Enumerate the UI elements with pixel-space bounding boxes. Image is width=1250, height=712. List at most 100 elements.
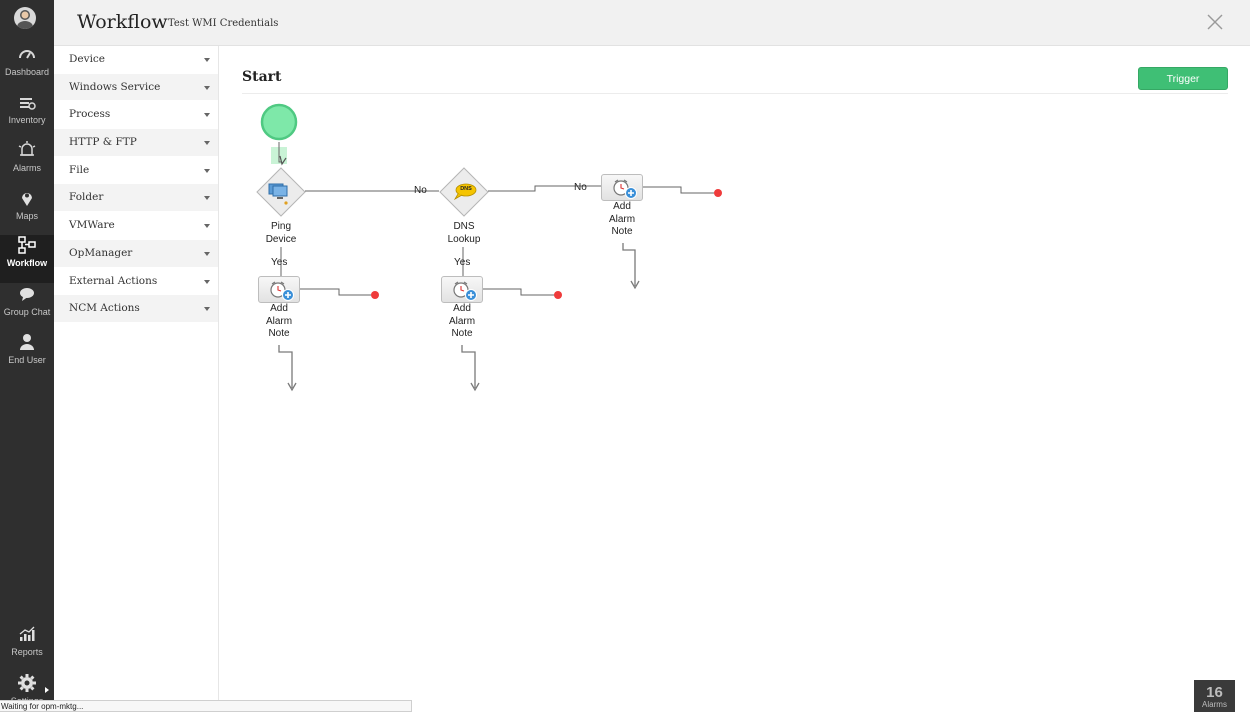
caret-down-icon — [204, 307, 210, 312]
end-dot — [371, 291, 379, 299]
category-folder[interactable]: Folder — [54, 184, 218, 213]
dashboard-icon — [19, 50, 35, 59]
action-categories: Device Windows Service Process HTTP & FT… — [54, 46, 218, 712]
alarm-count-badge[interactable]: 16 Alarms — [1194, 680, 1235, 712]
add-alarm-note-node-1[interactable] — [258, 276, 300, 303]
trigger-button[interactable]: Trigger — [1138, 67, 1228, 90]
alarm-clock-add-icon — [453, 281, 477, 301]
label-line: Note — [451, 328, 473, 339]
caret-down-icon — [204, 168, 210, 173]
add-alarm-note-node-3[interactable] — [601, 174, 643, 201]
category-label: Windows Service — [69, 80, 161, 93]
caret-down-icon — [204, 141, 210, 146]
label-line: Device — [265, 233, 297, 245]
dns-badge: DNS — [460, 186, 472, 192]
inventory-icon — [20, 98, 36, 110]
user-icon — [20, 334, 34, 350]
category-windows-service[interactable]: Windows Service — [54, 73, 218, 102]
ping-device-label: Ping Device — [251, 221, 311, 246]
category-label: OpManager — [69, 246, 133, 259]
workflow-name: Test WMI Credentials — [168, 18, 279, 29]
label-line: Alarm — [608, 213, 636, 225]
category-file[interactable]: File — [54, 156, 218, 185]
alarm-clock-add-icon — [270, 281, 294, 301]
edge-label-no: No — [414, 185, 427, 196]
alarm-count-label: Alarms — [1202, 700, 1227, 709]
label-line: Add — [270, 303, 288, 314]
page-header: Workflow Test WMI Credentials — [54, 0, 1250, 46]
section-title: Start — [242, 69, 282, 85]
category-label: HTTP & FTP — [69, 136, 137, 149]
caret-down-icon — [204, 58, 210, 62]
add-alarm-note-node-2[interactable] — [441, 276, 483, 303]
label-line: Note — [611, 226, 633, 237]
category-http-ftp[interactable]: HTTP & FTP — [54, 129, 218, 157]
browser-status-bar: Waiting for opm-mktg... — [0, 700, 412, 712]
nav-item-group-chat[interactable]: Group Chat — [0, 284, 54, 332]
end-dot — [714, 189, 722, 197]
category-vmware[interactable]: VMWare — [54, 212, 218, 240]
close-icon[interactable] — [1206, 13, 1224, 31]
alarm-bell-icon — [18, 141, 36, 156]
label-line: Note — [268, 328, 290, 339]
nav-label: Group Chat — [3, 307, 51, 317]
nav-label: Inventory — [8, 115, 46, 125]
alarm-clock-add-icon — [613, 179, 637, 199]
category-process[interactable]: Process — [54, 101, 218, 130]
edge-label-yes: Yes — [454, 257, 471, 268]
category-label: File — [69, 163, 90, 176]
nav-item-workflow[interactable]: Workflow — [0, 235, 54, 283]
main-nav: Dashboard Inventory Alarms Maps — [0, 0, 54, 712]
map-pin-icon — [22, 193, 32, 206]
caret-down-icon — [204, 196, 210, 201]
nav-item-reports[interactable]: Reports — [0, 624, 54, 672]
nav-item-end-user[interactable]: End User — [0, 332, 54, 380]
edge-label-no: No — [574, 182, 587, 193]
avatar-image — [17, 10, 33, 29]
caret-down-icon — [204, 279, 210, 284]
category-external-actions[interactable]: External Actions — [54, 267, 218, 296]
label-line: Add — [613, 201, 631, 212]
label-line: Ping — [270, 221, 291, 232]
category-label: NCM Actions — [69, 302, 140, 315]
divider — [242, 93, 1228, 94]
alarm-count: 16 — [1206, 684, 1223, 701]
start-node[interactable] — [260, 103, 298, 141]
category-label: Process — [69, 108, 111, 121]
caret-down-icon — [204, 251, 210, 256]
category-label: Device — [69, 53, 106, 65]
category-device[interactable]: Device — [54, 46, 218, 74]
chat-icon — [20, 288, 34, 301]
category-label: External Actions — [69, 274, 158, 287]
caret-down-icon — [204, 224, 210, 229]
reports-icon — [19, 626, 35, 641]
nav-item-alarms[interactable]: Alarms — [0, 140, 54, 188]
nav-item-dashboard[interactable]: Dashboard — [0, 44, 54, 92]
nav-label: Alarms — [12, 163, 41, 173]
nav-item-maps[interactable]: Maps — [0, 188, 54, 236]
gear-icon — [18, 674, 36, 692]
nav-expand-caret[interactable] — [45, 687, 49, 693]
workflow-icon — [18, 236, 36, 254]
add-alarm-note-label-2: Add Alarm Note — [432, 303, 492, 341]
end-dot — [554, 291, 562, 299]
nav-label: Reports — [11, 647, 43, 657]
category-label: Folder — [69, 191, 104, 204]
nav-label: End User — [8, 355, 46, 365]
nav-item-inventory[interactable]: Inventory — [0, 92, 54, 140]
category-opmanager[interactable]: OpManager — [54, 239, 218, 268]
nav-label: Dashboard — [4, 67, 50, 77]
ping-device-node[interactable] — [256, 167, 306, 217]
label-line: Alarm — [448, 315, 476, 327]
category-label: VMWare — [69, 219, 115, 232]
user-avatar[interactable] — [14, 7, 36, 29]
page-title: Workflow — [77, 11, 168, 33]
label-line: Alarm — [265, 315, 293, 327]
add-alarm-note-label-3: Add Alarm Note — [592, 201, 652, 239]
category-ncm-actions[interactable]: NCM Actions — [54, 295, 218, 323]
label-line: Lookup — [447, 233, 481, 245]
dns-lookup-node[interactable] — [439, 167, 489, 217]
nav-label: Maps — [15, 211, 38, 221]
